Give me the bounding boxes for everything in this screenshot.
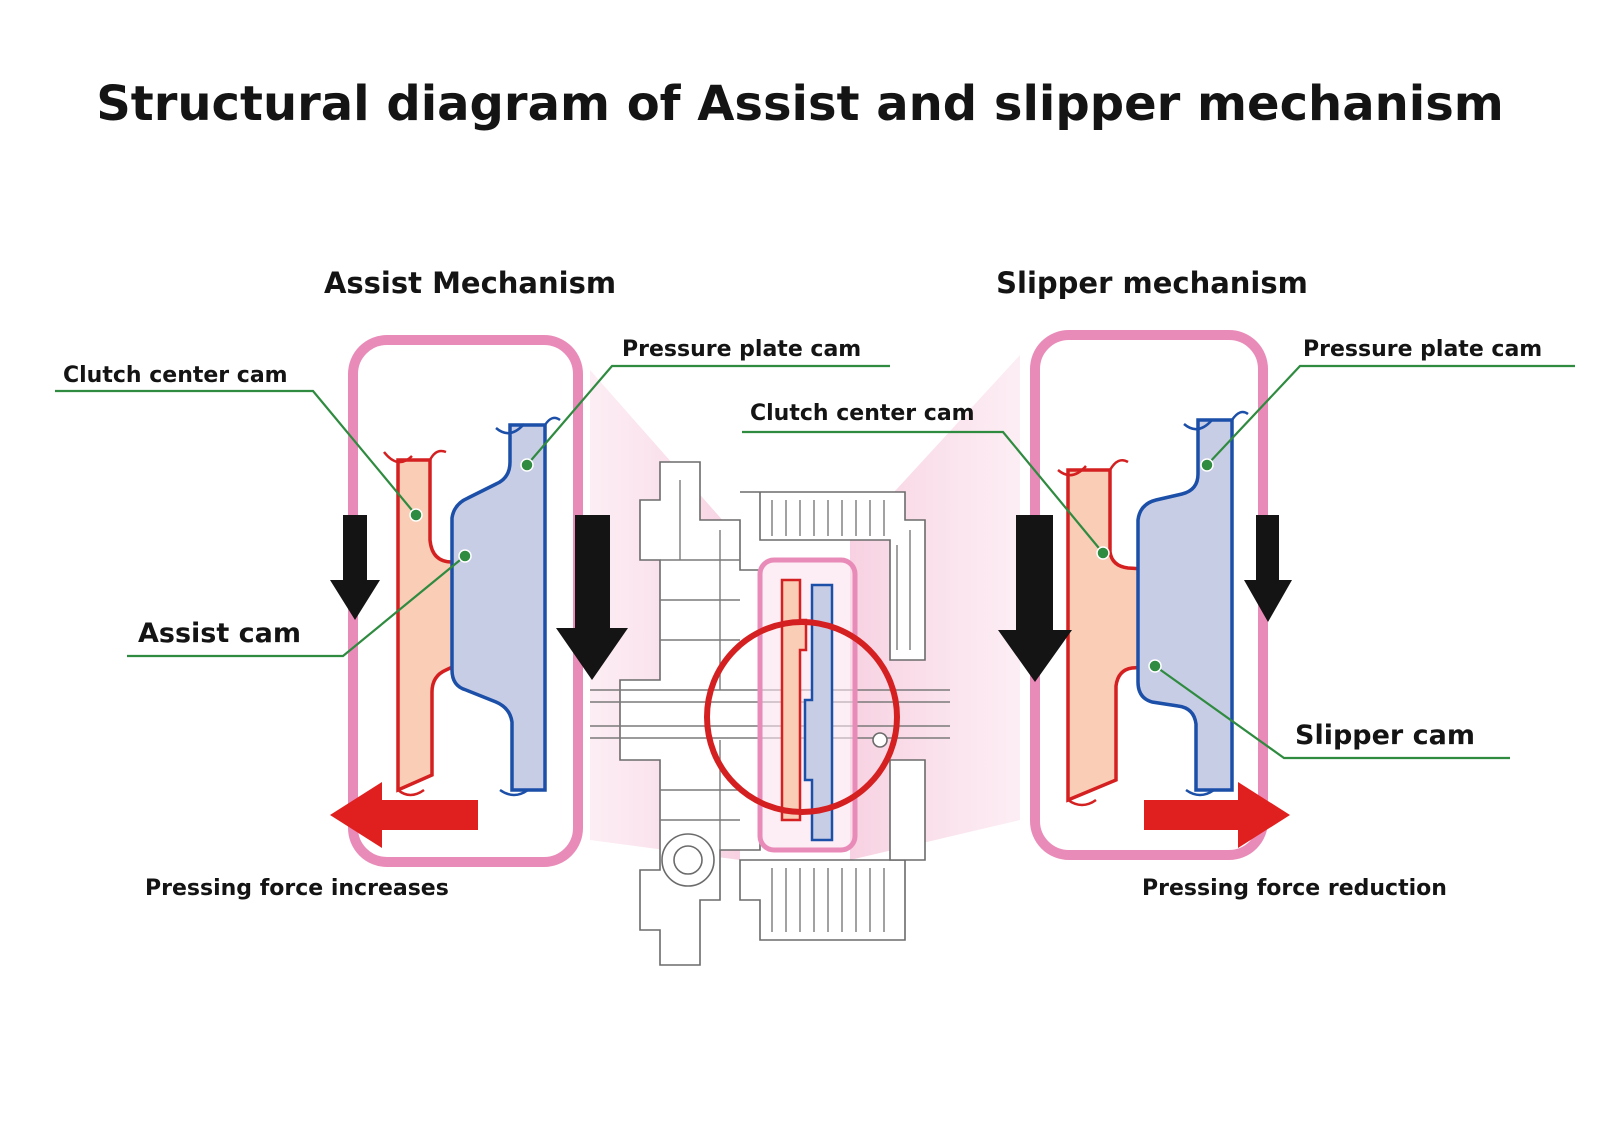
slipper-pressure-plate-cam-label: Pressure plate cam [1303,337,1542,362]
clutch-cross-section-drawing [590,461,950,966]
highlight-circle [704,619,900,815]
slipper-pressure-plate-cam [1136,418,1234,792]
assist-heading: Assist Mechanism [324,266,616,300]
slipper-heading: Slipper mechanism [996,266,1308,300]
arrow-down-icon [998,515,1072,682]
page-title: Structural diagram of Assist and slipper… [96,76,1504,132]
slipper-force-label: Pressing force reduction [1142,876,1447,901]
arrow-left-icon [330,782,478,848]
assist-pressure-plate-cam-label: Pressure plate cam [622,337,861,362]
arrow-right-icon [1144,782,1290,848]
arrow-down-icon [556,515,628,680]
slipper-cam-label: Slipper cam [1295,720,1475,751]
assist-pressure-plate-cam [450,423,547,792]
arrow-down-icon [1244,515,1292,622]
assist-cam-label: Assist cam [138,618,301,649]
slipper-projection-halo [850,355,1020,860]
arrow-down-icon [330,515,380,620]
assist-force-label: Pressing force increases [145,876,449,901]
assist-clutch-center-cam-label: Clutch center cam [63,363,288,388]
slipper-clutch-center-cam-label: Clutch center cam [750,401,975,426]
